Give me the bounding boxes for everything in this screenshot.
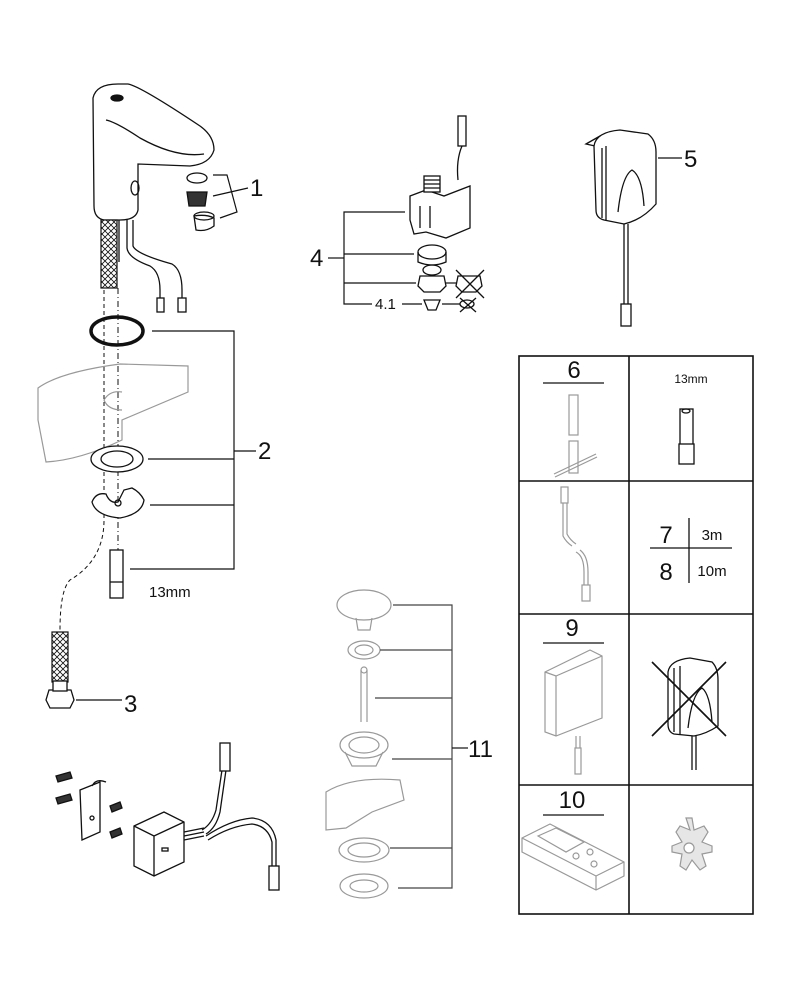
countertop-section <box>37 363 189 463</box>
accessory-table: 6 13mm 7 3m 8 10m <box>518 355 754 915</box>
waste-plug <box>336 589 392 621</box>
control-box-assembly <box>55 742 280 891</box>
supply-hose: 3 <box>45 631 137 718</box>
remote-control-icon <box>521 823 625 891</box>
socket-size-label: 13mm <box>149 584 191 601</box>
sensor-window-icon <box>110 94 124 102</box>
cross-out-icon <box>651 661 727 737</box>
faucet-body <box>92 83 215 313</box>
not-included-cross-icon-2 <box>459 297 477 313</box>
gear-icon <box>671 817 713 871</box>
mounting-set: 2 13mm <box>37 315 271 601</box>
part-number-6: 6 <box>567 357 580 384</box>
callout-1: 1 <box>250 175 263 202</box>
control-box <box>133 811 185 877</box>
callout-4-1: 4.1 <box>375 296 396 313</box>
part-number-8: 8 <box>659 559 672 586</box>
power-adaptor: 5 <box>584 129 697 327</box>
callout-3: 3 <box>124 691 137 718</box>
o-ring <box>89 315 145 347</box>
cable-length-7: 3m <box>702 527 723 544</box>
callout-5: 5 <box>684 146 697 173</box>
aerator-set: 1 <box>186 172 263 232</box>
braided-hose <box>100 219 118 289</box>
callout-2: 2 <box>258 438 271 465</box>
solenoid-valve-set: 4 4.1 <box>310 115 485 313</box>
part-number-7: 7 <box>659 522 672 549</box>
hose-path-line <box>59 290 105 631</box>
socket-icon <box>678 408 695 465</box>
callout-4: 4 <box>310 245 323 272</box>
part-number-10: 10 <box>559 787 586 814</box>
battery-box-icon <box>544 649 603 775</box>
not-included-cross-icon <box>455 269 485 299</box>
cable-connector <box>219 742 231 772</box>
valve-body <box>409 185 471 239</box>
socket-rod <box>109 549 124 599</box>
cable-length-8: 10m <box>697 563 726 580</box>
hose-nut <box>45 689 75 709</box>
extension-cable-icon <box>560 486 591 602</box>
table-cell-6: 6 <box>567 357 580 384</box>
tube-wrench-icon <box>553 394 598 478</box>
waste-set: 11 <box>325 589 493 899</box>
part-number-9: 9 <box>565 615 578 642</box>
callout-11: 11 <box>468 736 493 763</box>
basin-section <box>325 778 405 831</box>
wall-bracket <box>79 781 101 841</box>
adaptor-not-included-icon <box>651 657 727 770</box>
socket-size-label-table: 13mm <box>674 372 707 386</box>
table-cell-cable-lengths: 7 3m 8 10m <box>650 518 732 586</box>
